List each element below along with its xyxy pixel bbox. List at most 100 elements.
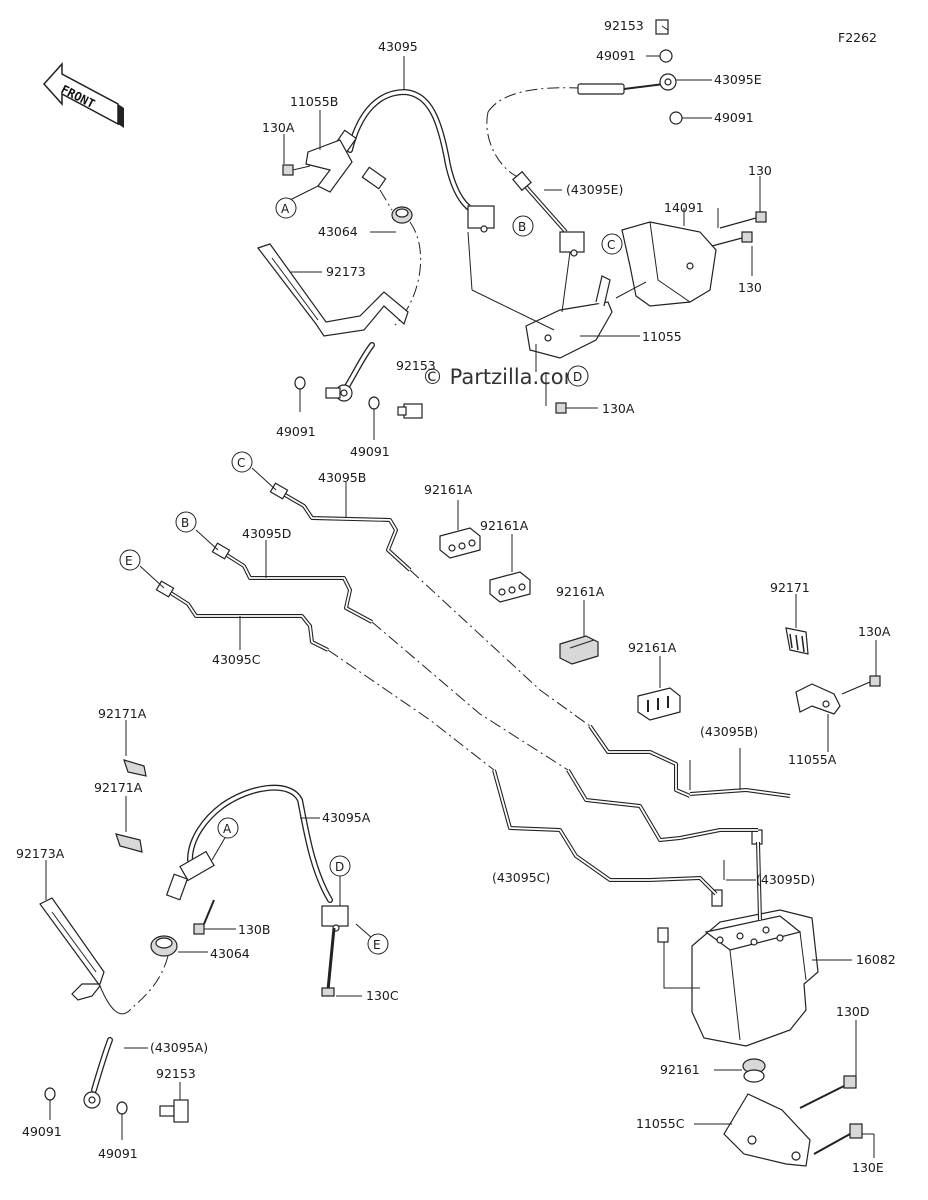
label-130-a: 130 [748,163,772,178]
label-43095A-paren: (43095A) [150,1040,208,1055]
ref-circle-E-mid: E [119,549,141,571]
ref-circle-A-bottom: A [217,817,239,839]
abs-unit-16082 [649,788,819,1047]
grommet-92161 [742,1058,766,1083]
label-49091-c: 49091 [22,1124,62,1139]
label-11055B: 11055B [290,94,338,109]
watermark: © Partzilla.com [422,365,584,389]
bolt-130-pair [711,211,767,247]
label-92161: 92161 [660,1062,700,1077]
label-11055C: 11055C [636,1116,685,1131]
label-130-b: 130 [738,280,762,295]
clamp-92161A-1 [439,527,481,559]
cover-14091 [621,221,717,307]
bracket-92173 [257,243,409,337]
label-43095C: 43095C [212,652,261,667]
svg-text:D: D [573,370,582,384]
label-130A-b: 130A [602,401,635,416]
svg-text:E: E [125,554,133,568]
label-92173: 92173 [326,264,366,279]
label-92171: 92171 [770,580,810,595]
label-49091-top1: 49091 [596,48,636,63]
label-92173A: 92173A [16,846,65,861]
label-43095E: 43095E [714,72,762,87]
label-16082: 16082 [856,952,896,967]
figure-code: F2262 [838,30,877,45]
label-43064-top: 43064 [318,224,358,239]
hose-43095A [165,784,349,997]
label-43095E-paren: (43095E) [566,182,623,197]
label-43095B: 43095B [318,470,366,485]
bracket-11055A [795,675,881,715]
pipe-43095C [155,580,650,882]
svg-text:B: B [181,516,189,530]
label-49091-top2: 49091 [714,110,754,125]
svg-text:A: A [281,202,290,216]
ref-circle-D-top: D [567,365,589,387]
bolt-130A-mid [555,402,567,414]
banjo-fitting-top [294,342,423,419]
label-92161A-4: 92161A [628,640,677,655]
label-43095-top: 43095 [378,39,418,54]
label-130E: 130E [852,1160,884,1175]
grommet-43064-bottom [150,935,178,957]
svg-text:A: A [223,822,232,836]
label-130C: 130C [366,988,399,1003]
label-92153-mid: 92153 [396,358,436,373]
svg-text:C: C [237,456,245,470]
ref-circle-D-bottom: D [329,855,351,877]
label-11055: 11055 [642,329,682,344]
label-43064-bottom: 43064 [210,946,250,961]
label-92161A-1: 92161A [424,482,473,497]
pipe-43095D [211,542,681,842]
label-92171A-1: 92171A [98,706,147,721]
label-11055A: 11055A [788,752,837,767]
front-arrow-icon: FRONT [42,62,124,128]
clip-92171A-1 [123,759,147,777]
ref-circle-B-mid: B [175,511,197,533]
clamp-92161A-2 [489,571,531,603]
bracket-92173A [39,897,131,1015]
clamp-92161A-3 [559,635,599,665]
label-130A-c: 130A [858,624,891,639]
svg-text:E: E [373,938,381,952]
hose-43095-top [347,89,488,221]
label-130B: 130B [238,922,270,937]
label-92171A-2: 92171A [94,780,143,795]
svg-text:D: D [335,860,344,874]
svg-text:B: B [518,220,526,234]
label-92161A-2: 92161A [480,518,529,533]
label-49091-b: 49091 [350,444,390,459]
bolt-130E [813,1123,863,1155]
label-49091-a: 49091 [276,424,316,439]
label-49091-d: 49091 [98,1146,138,1161]
label-130A-a: 130A [262,120,295,135]
label-43095A: 43095A [322,810,371,825]
clamp-92171 [785,627,809,655]
ref-circle-E-bottom: E [367,933,389,955]
hose-43095E [486,19,683,257]
label-92161A-3: 92161A [556,584,605,599]
ref-circle-B-top: B [512,215,534,237]
label-92153-bottom: 92153 [156,1066,196,1081]
ref-circle-C-mid: C [231,451,253,473]
clamp-92161A-4 [637,687,681,721]
label-92153-top: 92153 [604,18,644,33]
banjo-fitting-bottom [44,1037,189,1123]
ref-circle-A-top: A [275,197,297,219]
label-43095C-paren: (43095C) [492,870,550,885]
label-43095B-paren: (43095B) [700,724,758,739]
grommet-43064-top [391,206,413,224]
svg-text:C: C [607,238,615,252]
bolt-130B [193,923,205,935]
clip-92171A-2 [115,833,143,853]
label-43095D: 43095D [242,526,291,541]
label-130D: 130D [836,1004,869,1019]
bracket-11055 [525,275,613,359]
label-14091: 14091 [664,200,704,215]
label-43095D-paren: (43095D) [756,872,815,887]
ref-circle-C-top: C [601,233,623,255]
bolt-130D [799,1075,857,1109]
bracket-11055B [282,139,353,193]
